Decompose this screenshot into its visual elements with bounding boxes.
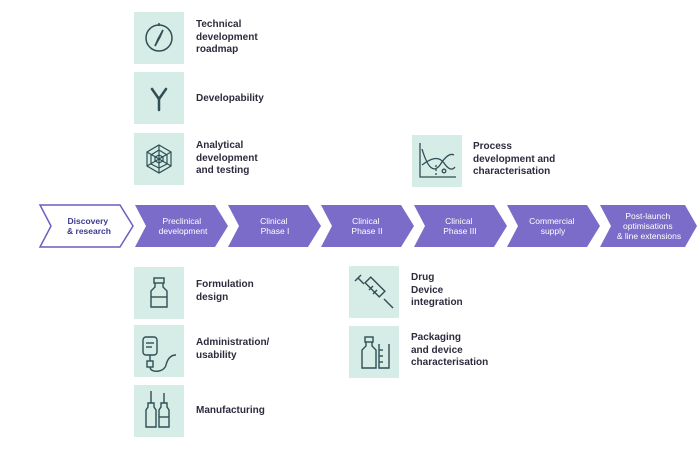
stage-label-line: development [159, 226, 208, 236]
activity-label-line: development [196, 31, 258, 43]
stage-label-line: Discovery [67, 216, 108, 226]
svg-text:Preclinical development: Preclinical development [159, 216, 208, 236]
vials-icon [134, 385, 184, 437]
svg-text:Commercial supply: Commercial supply [529, 216, 577, 236]
stage-clinical-phase-2: Clinical Phase II [321, 205, 414, 247]
activity-process: Process development and characterisation [473, 141, 555, 179]
activity-label-line: and device [411, 344, 463, 356]
activity-label-line: and testing [196, 165, 250, 176]
svg-text:Clinical Phase III: Clinical Phase III [443, 216, 477, 236]
stage-label-line: Clinical [260, 216, 288, 226]
stage-label-line: Commercial [529, 216, 574, 226]
stage-label-line: optimisations [623, 221, 673, 231]
stage-label-line: & line extensions [617, 231, 681, 241]
stage-label-line: supply [541, 226, 566, 236]
compass-icon [134, 12, 184, 64]
stage-label-line: Clinical [352, 216, 380, 226]
stage-label-line: & research [67, 226, 111, 236]
svg-text:Clinical Phase I: Clinical Phase I [260, 216, 290, 236]
activity-label-line: Packaging [411, 332, 462, 343]
syringe-icon [349, 266, 399, 318]
activity-label-line: Process [473, 141, 512, 152]
bottle-beaker-icon [349, 326, 399, 378]
activity-label-line: Drug [411, 272, 435, 283]
stage-post-launch: Post-launch optimisations & line extensi… [600, 205, 697, 247]
svg-text:Discovery & research: Discovery & research [67, 216, 111, 236]
activity-packaging: Packaging and device characterisation [411, 332, 488, 370]
activity-label-line: development [196, 152, 258, 164]
activity-formulation: Formulation design [196, 279, 254, 304]
iv-bag-icon [134, 325, 184, 377]
activity-manufacturing: Manufacturing [196, 405, 265, 418]
activity-label-line: development and [473, 153, 556, 165]
activity-label-line: integration [411, 297, 463, 308]
activity-label-line: Formulation [196, 279, 254, 290]
activity-technical-roadmap: Technical development roadmap [196, 19, 258, 57]
activity-label-line: usability [196, 349, 237, 361]
stage-commercial-supply: Commercial supply [507, 205, 600, 247]
stage-label-line: Phase III [443, 226, 477, 236]
stage-clinical-phase-3: Clinical Phase III [414, 205, 507, 247]
activity-label-line: Administration/ [196, 337, 270, 348]
activity-administration: Administration/ usability [196, 337, 269, 362]
activity-developability: Developability [196, 93, 264, 106]
activity-analytical: Analytical development and testing [196, 140, 258, 178]
svg-text:Post-launch optimisation: Post-launch optimisations & line extensi… [617, 211, 681, 241]
activity-drug-device: Drug Device integration [411, 272, 463, 310]
svg-text:Clinical Phase II: Clinical Phase II [351, 216, 382, 236]
stage-label-line: Phase I [261, 226, 290, 236]
activity-label-line: characterisation [473, 166, 551, 177]
activity-label-line: characterisation [411, 357, 489, 368]
stage-preclinical: Preclinical development [135, 205, 228, 247]
activity-label-line: Technical [196, 19, 242, 30]
spiderweb-icon [134, 133, 184, 185]
activity-label-line: Developability [196, 93, 264, 104]
stage-label-line: Preclinical [162, 216, 201, 226]
stage-label-line: Post-launch [625, 211, 670, 221]
stage-clinical-phase-1: Clinical Phase I [228, 205, 321, 247]
activity-label-line: design [196, 291, 229, 303]
vial-icon [134, 267, 184, 319]
stage-label-line: Clinical [445, 216, 473, 226]
activity-label-line: roadmap [196, 44, 239, 55]
antibody-icon [134, 72, 184, 124]
stage-label-line: Phase II [351, 226, 382, 236]
activity-label-line: Analytical [196, 140, 244, 151]
activity-label-line: Device [411, 284, 444, 296]
activity-label-line: Manufacturing [196, 405, 265, 416]
stage-discovery: Discovery & research [38, 204, 134, 248]
process-chart-icon [412, 135, 462, 187]
